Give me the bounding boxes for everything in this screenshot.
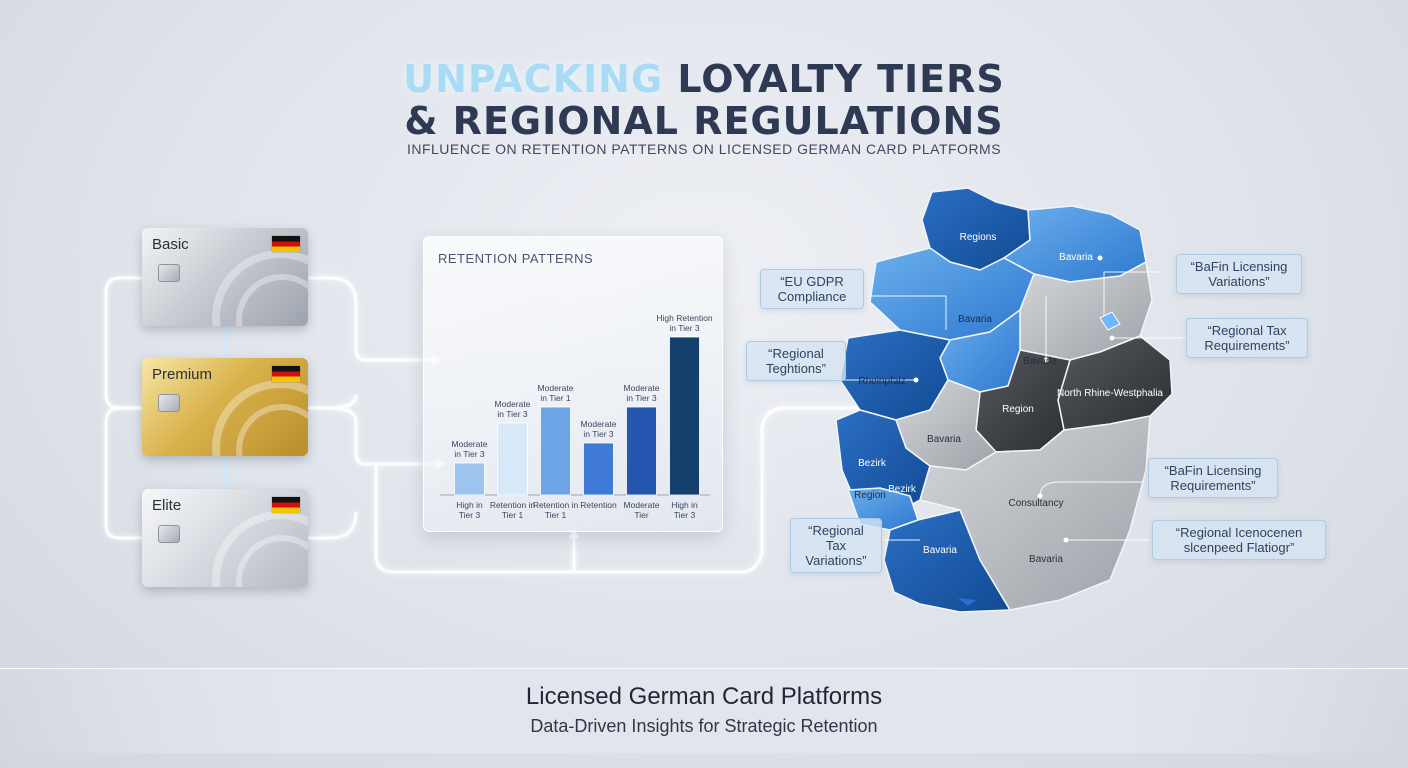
tier-card-label: Basic bbox=[152, 236, 189, 253]
title-line-2: & REGIONAL REGULATIONS bbox=[404, 99, 1004, 143]
map-region-label: Consultancy bbox=[1008, 498, 1063, 509]
card-chip-icon bbox=[158, 394, 180, 412]
tier-card-label: Elite bbox=[152, 497, 182, 514]
link-premium-chart bbox=[308, 406, 436, 466]
map-region-label: North Rhine-Westphalia bbox=[1057, 388, 1163, 399]
tier-card-basic[interactable]: Basic bbox=[142, 228, 308, 326]
map-region-label: Bavaria bbox=[927, 434, 961, 445]
map-region-label: Region bbox=[1002, 404, 1034, 415]
callout-gdpr: “EU GDPR Compliance bbox=[760, 269, 864, 309]
chart-bar bbox=[454, 462, 485, 496]
map-region-label: Region bbox=[854, 490, 886, 501]
footer-band bbox=[0, 668, 1408, 753]
lake-marker bbox=[958, 598, 976, 606]
title-accent: UNPACKING bbox=[403, 57, 664, 101]
title-rest: LOYALTY TIERS bbox=[677, 57, 1005, 101]
map-region-label: Bavaria bbox=[1059, 252, 1093, 263]
map-region-baden bbox=[883, 509, 1011, 613]
tier-card-label: Premium bbox=[152, 366, 213, 383]
callout-tax-requirements: “Regional Tax Requirements” bbox=[1186, 318, 1308, 358]
footer-title: Licensed German Card Platforms bbox=[525, 683, 883, 710]
chart-bar bbox=[669, 336, 700, 496]
page-subtitle: INFLUENCE ON RETENTION PATTERNS ON LICEN… bbox=[406, 141, 1002, 157]
tier-card-premium[interactable]: Premium bbox=[142, 358, 308, 456]
germany-flag-icon bbox=[272, 497, 300, 513]
footer-subtitle: Data-Driven Insights for Strategic Reten… bbox=[530, 716, 878, 736]
callout-tax-left: “Regional Tax Variations” bbox=[790, 518, 882, 573]
berlin-marker bbox=[1099, 311, 1121, 331]
map-region-label: Bavaria bbox=[1023, 356, 1057, 367]
map-region-label: Bezirk bbox=[888, 484, 917, 495]
germany-flag-icon bbox=[272, 236, 300, 252]
callout-bafin-requirements: “BaFin Licensing Requirements” bbox=[1148, 458, 1278, 498]
map-region-label: Rheinpfalz bbox=[858, 376, 905, 387]
page-title: UNPACKING LOYALTY TIERS & REGIONAL REGUL… bbox=[0, 58, 1408, 142]
map-region-label: Regions bbox=[960, 232, 997, 243]
map-region-label: Bavaria bbox=[958, 314, 992, 325]
card-chip-icon bbox=[158, 264, 180, 282]
card-chip-icon bbox=[158, 525, 180, 543]
link-elite-up bbox=[308, 511, 358, 540]
tier-card-elite[interactable]: Elite bbox=[142, 489, 308, 587]
callout-regional-left: “Regional Teghtions” bbox=[746, 341, 846, 381]
germany-flag-icon bbox=[272, 366, 300, 382]
callout-regional-right: “Regional Icenocenen slcenpeed Flatiogr” bbox=[1152, 520, 1326, 560]
map-region-label: Bavaria bbox=[1029, 554, 1063, 565]
chart-category-label: Retention bbox=[580, 500, 617, 510]
map-region-label: Bezirk bbox=[858, 458, 887, 469]
chart-bar bbox=[583, 442, 614, 496]
link-chart-map bbox=[374, 406, 960, 574]
loop-premium-elite bbox=[104, 406, 142, 540]
title-line-1: UNPACKING LOYALTY TIERS bbox=[0, 58, 1408, 100]
chart-bar bbox=[626, 406, 657, 496]
chart-bar bbox=[497, 422, 528, 496]
callout-bafin-variations: “BaFin Licensing Variations” bbox=[1176, 254, 1302, 294]
chart-bar bbox=[540, 406, 571, 496]
map-region-label: Bavaria bbox=[923, 545, 957, 556]
chart-title: RETENTION PATTERNS bbox=[438, 251, 594, 266]
link-basic-chart bbox=[308, 276, 432, 362]
